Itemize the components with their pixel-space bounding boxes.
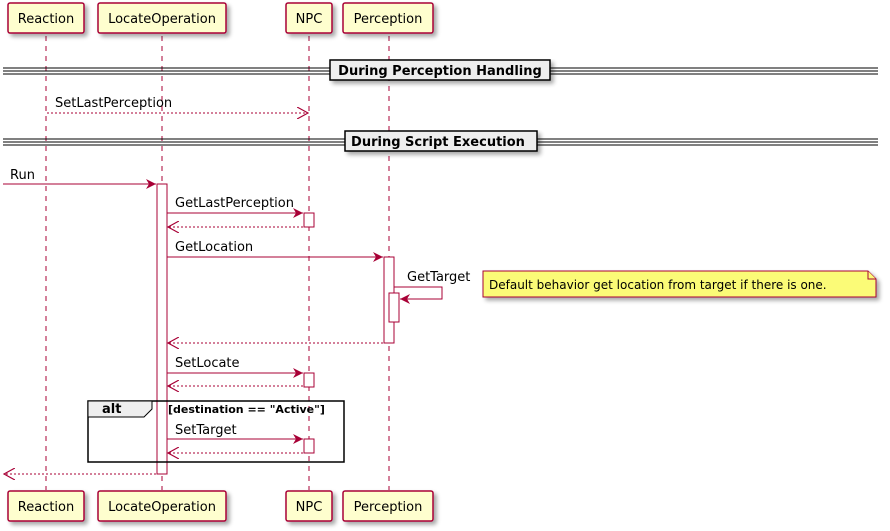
participant-reaction-top: Reaction — [7, 2, 85, 34]
message-set-locate: SetLocate — [167, 356, 303, 378]
alt-fragment: alt [destination == "Active"] — [87, 400, 345, 463]
activation-npc-1 — [303, 212, 315, 228]
divider-label: During Perception Handling — [338, 64, 542, 79]
message-set-target: SetTarget — [167, 423, 303, 444]
participant-label: LocateOperation — [108, 12, 216, 27]
note: Default behavior get location from targe… — [482, 270, 877, 298]
participant-perception-bottom: Perception — [342, 490, 434, 522]
participant-label: NPC — [296, 500, 323, 515]
participant-locate-operation-bottom: LocateOperation — [97, 490, 227, 522]
activation-npc-3 — [303, 438, 315, 454]
participant-label: Perception — [354, 12, 423, 27]
participant-label: Reaction — [18, 500, 74, 515]
message-label: SetLocate — [175, 356, 240, 371]
message-set-last-perception: SetLastPerception — [47, 96, 308, 113]
participant-label: LocateOperation — [108, 500, 216, 515]
message-label: SetLastPerception — [55, 96, 172, 111]
participant-label: NPC — [296, 12, 323, 27]
message-label: Run — [10, 168, 35, 183]
activation-npc-2 — [303, 372, 315, 388]
participant-label: Perception — [354, 500, 423, 515]
note-text: Default behavior get location from targe… — [489, 278, 827, 292]
participant-locate-operation-top: LocateOperation — [97, 2, 227, 34]
message-label: GetTarget — [407, 270, 470, 285]
divider-perception-handling: During Perception Handling — [3, 59, 878, 81]
message-label: GetLastPerception — [175, 196, 294, 211]
message-get-target: GetTarget — [394, 270, 470, 304]
activation-locate-operation — [156, 183, 168, 475]
message-label: SetTarget — [175, 423, 237, 438]
divider-script-execution: During Script Execution — [3, 130, 878, 152]
message-get-location: GetLocation — [167, 240, 383, 262]
message-run: Run — [3, 168, 156, 189]
alt-keyword: alt — [102, 402, 121, 417]
participant-label: Reaction — [18, 12, 74, 27]
participant-reaction-bottom: Reaction — [7, 490, 85, 522]
activation-perception-nested — [388, 292, 400, 323]
participant-npc-top: NPC — [285, 2, 333, 34]
message-get-last-perception: GetLastPerception — [167, 196, 303, 218]
divider-label: During Script Execution — [351, 135, 525, 150]
alt-condition: [destination == "Active"] — [168, 403, 325, 416]
participant-perception-top: Perception — [342, 2, 434, 34]
message-label: GetLocation — [175, 240, 253, 255]
participant-npc-bottom: NPC — [285, 490, 333, 522]
